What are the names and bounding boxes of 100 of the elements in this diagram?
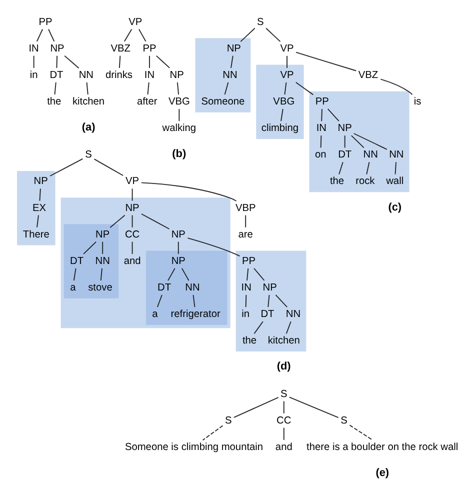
node-text: NN [95, 256, 110, 267]
connector [100, 268, 102, 281]
connector [187, 238, 240, 257]
node-text: DT [338, 150, 352, 161]
connector [295, 82, 314, 96]
node-text: VBP [235, 202, 256, 214]
connector [296, 52, 357, 72]
node-text: DT [158, 282, 172, 294]
node-text: S [225, 415, 232, 426]
connector [283, 427, 284, 440]
node-text: NP [262, 282, 277, 294]
node-text: refrigerator [170, 309, 220, 320]
node-text: S [85, 150, 92, 161]
node-text: NN [222, 70, 238, 81]
connector [56, 55, 58, 68]
node-text: VP [280, 43, 294, 54]
node-text: and [124, 256, 141, 267]
node-text: after [136, 96, 158, 108]
node-text: PP [315, 96, 329, 108]
node-text: NP [34, 176, 48, 188]
connector [168, 268, 176, 281]
connector [64, 55, 80, 69]
node-text: PP [142, 43, 156, 54]
node-text: is [414, 96, 422, 108]
node-text: Someone is climbing mountain [124, 442, 264, 453]
node-text: EX [32, 202, 46, 214]
connector [327, 108, 340, 122]
node-text: climbing [261, 123, 299, 134]
connector [94, 158, 124, 176]
connector [233, 396, 279, 418]
connector [39, 188, 41, 202]
node-text: PP [242, 256, 256, 267]
connector [224, 82, 229, 95]
node-text: S [257, 16, 264, 28]
node-text: a [70, 282, 76, 294]
connector [176, 82, 180, 95]
connector [138, 28, 146, 42]
connector [141, 182, 237, 202]
node-text: VBZ [358, 70, 378, 81]
node-text: kitchen [268, 336, 300, 347]
connector [245, 214, 246, 228]
cluster [195, 38, 251, 112]
node-text: rock [356, 176, 375, 188]
connector [246, 268, 249, 281]
node-text: in [30, 70, 38, 81]
connector [344, 135, 346, 148]
node-text: the [47, 96, 62, 108]
connector [275, 294, 288, 308]
connector [140, 213, 170, 230]
node-text: there is a boulder on the rock wall [306, 442, 458, 453]
connector [286, 55, 288, 68]
connector [156, 294, 162, 308]
connector [240, 28, 256, 42]
cluster [60, 198, 230, 328]
node-text: VP [128, 16, 142, 28]
connector [254, 268, 265, 281]
node-text: on [314, 150, 326, 161]
connector [366, 162, 370, 175]
node-text: VBG [168, 96, 190, 108]
node-text: IN [28, 43, 39, 54]
connector [283, 400, 284, 414]
connector [86, 82, 88, 95]
node-text: the [242, 336, 257, 347]
node-text: S [340, 415, 348, 426]
node-text: NP [226, 43, 241, 54]
node-text: IN [144, 70, 155, 81]
connector [321, 108, 322, 122]
node-text: wall [386, 176, 404, 188]
node-text: NN [389, 150, 404, 161]
node-text: and [275, 442, 292, 453]
connector [181, 268, 190, 281]
label: (d) [276, 360, 291, 373]
node-text: NP [50, 43, 64, 54]
connector [83, 241, 97, 254]
connector [54, 82, 56, 95]
node-text: S [280, 388, 288, 400]
connector [178, 241, 179, 254]
connector [268, 294, 270, 308]
label: (e) [376, 466, 390, 479]
connector [254, 321, 264, 334]
node-text: the [330, 176, 344, 188]
node-text: NP [96, 229, 110, 240]
connector [192, 294, 196, 308]
node-text: NP [171, 229, 186, 240]
connector [286, 321, 292, 334]
connector [266, 28, 281, 42]
node-text: stove [88, 282, 112, 294]
connector [350, 135, 364, 148]
connector [36, 28, 44, 42]
connector [245, 294, 247, 308]
node-text: There [22, 229, 50, 240]
connector [284, 82, 287, 95]
node-text: NP [170, 70, 184, 81]
node-text: are [238, 229, 253, 240]
connector [33, 55, 34, 68]
connector [147, 82, 150, 95]
connector [178, 108, 180, 122]
connector [230, 55, 234, 68]
connector [353, 133, 388, 150]
node-text: in [242, 309, 250, 320]
